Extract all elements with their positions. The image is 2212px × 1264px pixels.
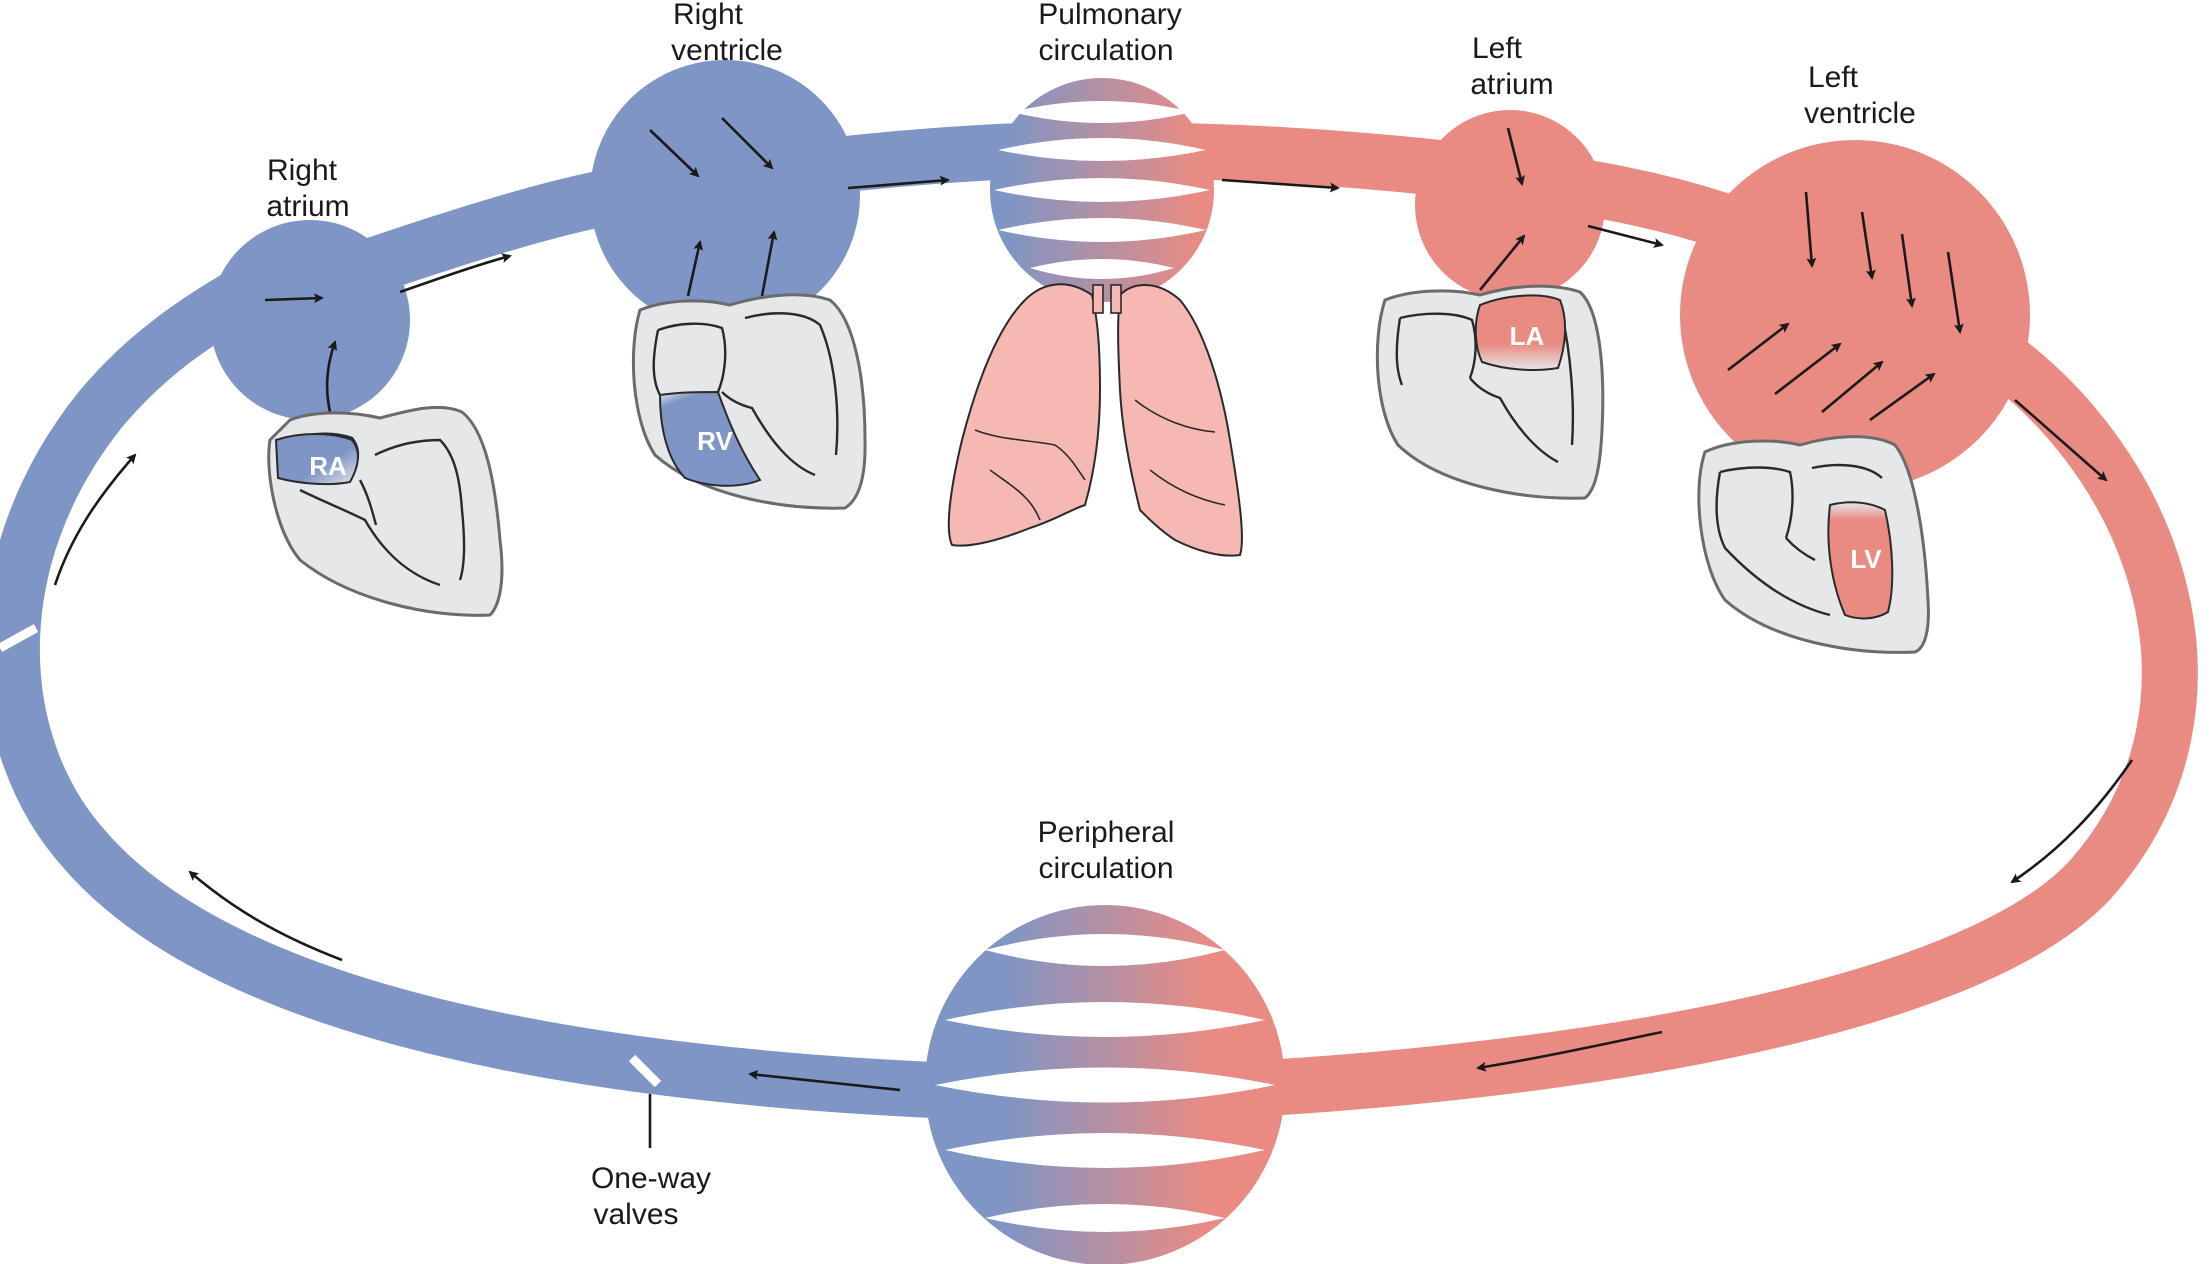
right-atrium-label-line1: Right bbox=[267, 154, 338, 187]
right-ventricle-ball bbox=[590, 60, 860, 330]
one-way-valves-label-line2: valves bbox=[593, 1198, 678, 1231]
valve-left bbox=[0, 617, 77, 653]
venous-vessel bbox=[0, 265, 1106, 1123]
right-lung bbox=[947, 283, 1102, 547]
right-atrium-ball bbox=[210, 220, 410, 420]
left-ventricle-label-line1: Left bbox=[1808, 61, 1859, 94]
rv-label: RV bbox=[697, 426, 733, 456]
right-ventricle-label-line2: ventricle bbox=[671, 34, 783, 67]
pulmonary-label-line2: circulation bbox=[1038, 34, 1173, 67]
arterial-vessel bbox=[1104, 305, 2198, 1123]
flow-arrows bbox=[53, 117, 2134, 1148]
peripheral-label-line1: Peripheral bbox=[1038, 816, 1175, 849]
pulmonary-capillary-bed bbox=[990, 78, 1214, 302]
peripheral-capillary-bed bbox=[925, 905, 1285, 1264]
rv-chamber bbox=[658, 390, 762, 487]
ra-chamber bbox=[274, 433, 359, 486]
valve-bottom bbox=[628, 1000, 671, 1088]
left-atrium-label-line2: atrium bbox=[1470, 68, 1553, 101]
left-lung bbox=[1117, 283, 1243, 557]
la-chamber bbox=[1474, 294, 1567, 371]
lv-chamber bbox=[1827, 501, 1894, 620]
left-atrium-label-line1: Left bbox=[1472, 32, 1523, 65]
heart-icon-lv bbox=[1697, 435, 1930, 654]
lv-label: LV bbox=[1850, 544, 1882, 574]
left-ventricle-label-line2: ventricle bbox=[1804, 97, 1916, 130]
lungs-illustration bbox=[947, 283, 1243, 557]
pulmonary-label-line1: Pulmonary bbox=[1038, 0, 1181, 31]
ra-label: RA bbox=[309, 451, 347, 481]
right-atrium-label-line2: atrium bbox=[266, 190, 349, 223]
la-label: LA bbox=[1510, 321, 1545, 351]
one-way-valves-label-line1: One-way bbox=[591, 1162, 711, 1195]
left-ventricle-ball bbox=[1680, 140, 2030, 490]
left-atrium-ball bbox=[1415, 110, 1605, 300]
right-ventricle-label-line1: Right bbox=[673, 0, 744, 31]
peripheral-label-line2: circulation bbox=[1038, 852, 1173, 885]
